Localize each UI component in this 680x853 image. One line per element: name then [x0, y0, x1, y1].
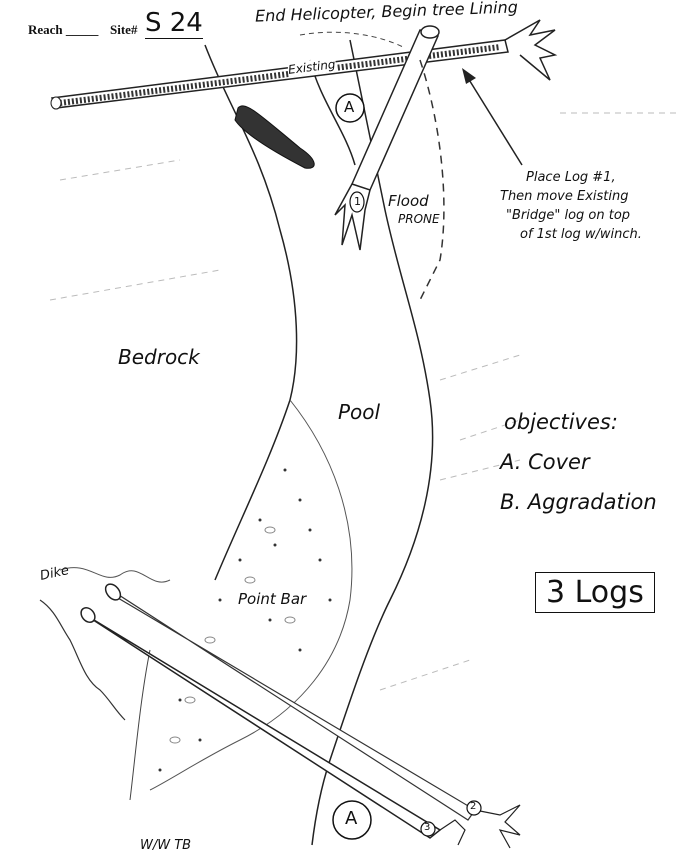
- marker-2: [466, 800, 482, 816]
- point-bar-outline: [149, 399, 353, 791]
- objective-item: B. Aggradation: [500, 490, 657, 514]
- dark-log: [234, 105, 315, 169]
- arrow-to-log: [462, 68, 523, 166]
- flood-label: Flood: [388, 192, 429, 210]
- objectives-block: objectives: A. Cover B. Aggradation: [500, 402, 657, 522]
- marker-3: [420, 821, 436, 837]
- flood-prone-label: Flood PRONE: [388, 192, 440, 228]
- dike-line-upper: [59, 567, 171, 583]
- pool-label: Pool: [338, 400, 381, 424]
- marker-1-label: 1: [354, 195, 361, 208]
- log-1: [334, 25, 440, 251]
- marker-a-top-label: A: [344, 98, 355, 116]
- note-line: of 1st log w/winch.: [520, 227, 642, 242]
- objective-item: A. Cover: [500, 450, 590, 474]
- note-line: Then move Existing: [500, 189, 629, 204]
- flood-prone-boundary: [419, 59, 445, 301]
- bottom-partial-label: W/W TB: [140, 838, 192, 853]
- note-line: Place Log #1,: [526, 170, 616, 185]
- marker-a-bottom-label: A: [345, 808, 358, 829]
- prone-label: PRONE: [398, 212, 440, 226]
- marker-2-label: 2: [470, 801, 477, 812]
- marker-a-top: [335, 93, 365, 123]
- site-label: Site#: [110, 22, 138, 37]
- dike-line-lower: [39, 599, 126, 721]
- log-count-box: 3 Logs: [535, 572, 655, 613]
- log-3: [80, 607, 466, 846]
- marker-a-bottom: [332, 800, 372, 840]
- point-bar-label: Point Bar: [238, 590, 307, 608]
- note-line: "Bridge" log on top: [506, 208, 631, 223]
- log-2: [104, 583, 521, 849]
- reach-label: Reach _____: [28, 22, 99, 37]
- marker-3-label: 3: [424, 822, 431, 833]
- site-value: S 24: [145, 8, 203, 39]
- marker-1: [349, 191, 365, 213]
- place-log-note: Place Log #1, Then move Existing "Bridge…: [500, 168, 642, 244]
- bedrock-label: Bedrock: [118, 345, 200, 369]
- right-bank-line: [311, 39, 434, 846]
- objectives-title: objectives:: [504, 410, 618, 434]
